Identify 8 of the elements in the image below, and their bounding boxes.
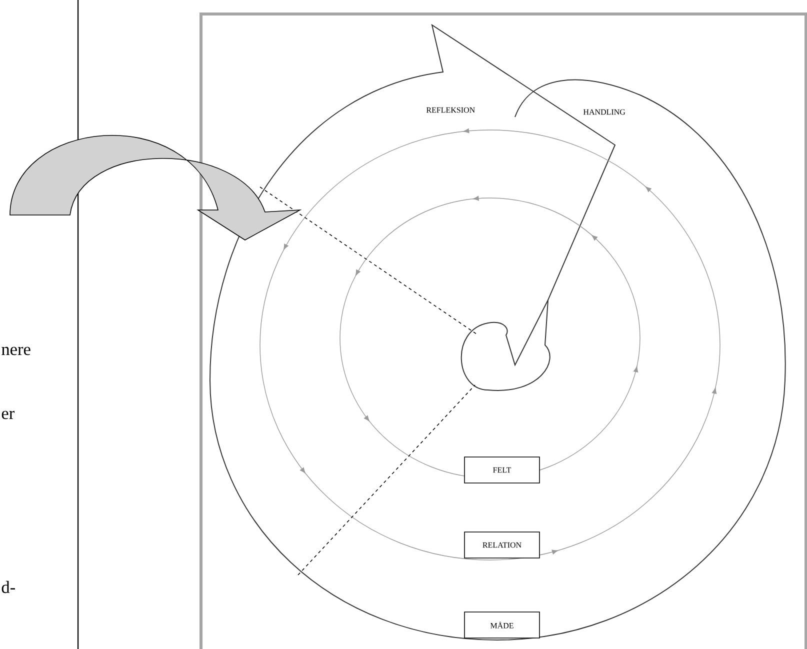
label: nere	[2, 346, 30, 356]
label: REFLEKSION	[426, 107, 475, 113]
label-box: RELATION	[464, 532, 540, 558]
label-box: FELT	[464, 456, 540, 484]
label-box: MÅDE	[464, 612, 540, 638]
label: er	[2, 410, 14, 420]
label: HANDLING	[583, 109, 626, 115]
label: d-	[2, 580, 15, 594]
